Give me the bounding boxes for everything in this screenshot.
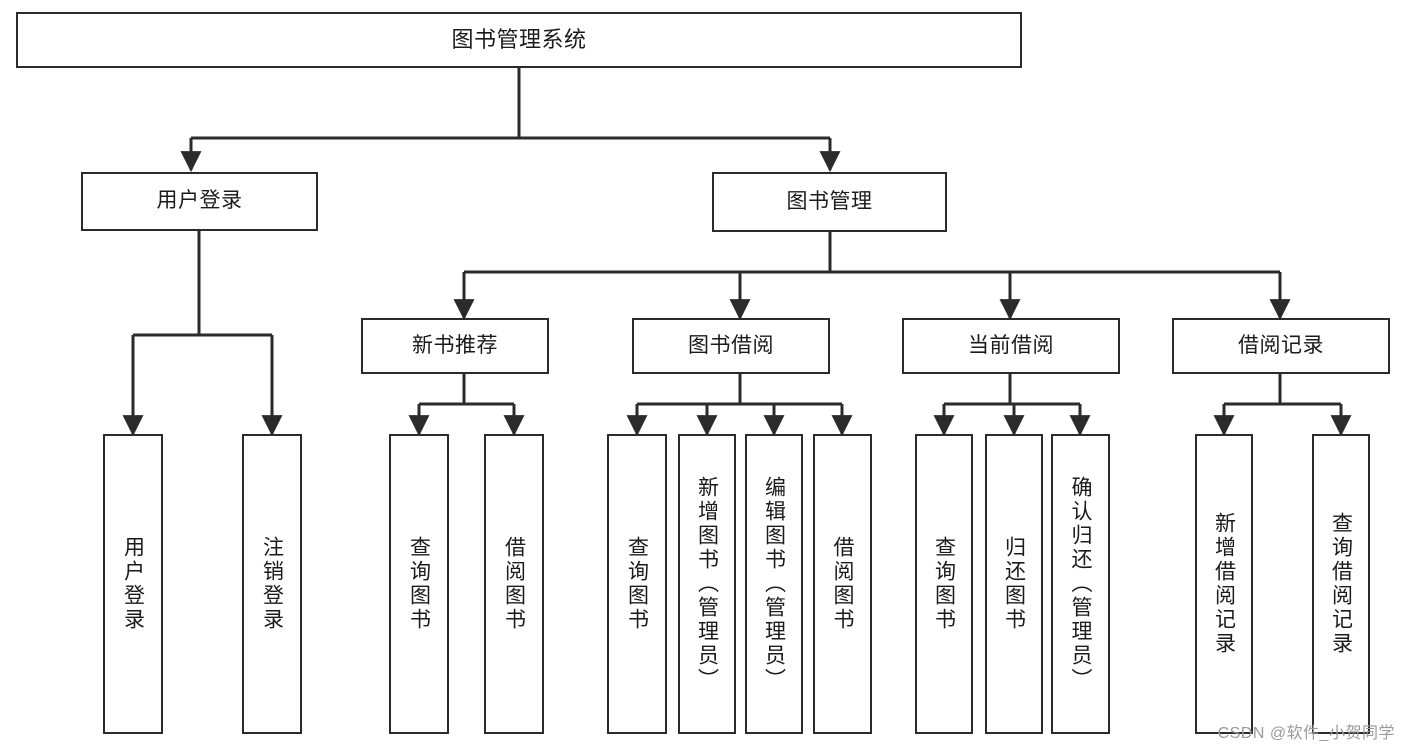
- node-label: 图书借阅: [688, 333, 774, 357]
- csdn-watermark: CSDN @软件_小贺同学: [1217, 725, 1395, 742]
- node-new-book-recommendation[interactable]: 新书推荐: [361, 318, 549, 374]
- node-label: 确认归还（管理员）: [1069, 476, 1092, 692]
- leaf-query-books-current[interactable]: 查询图书: [915, 434, 973, 734]
- node-label: 查询图书: [932, 536, 956, 632]
- node-label: 图书管理: [786, 189, 873, 213]
- node-current-borrowing[interactable]: 当前借阅: [902, 318, 1120, 374]
- leaf-borrow-books[interactable]: 借阅图书: [813, 434, 872, 734]
- node-label: 当前借阅: [968, 333, 1054, 357]
- node-label: 图书管理系统: [451, 27, 587, 53]
- leaf-borrow-books-recommend[interactable]: 借阅图书: [484, 434, 544, 734]
- node-label: 查询图书: [407, 536, 431, 632]
- node-label: 借阅记录: [1238, 333, 1324, 357]
- leaf-query-books-borrow[interactable]: 查询图书: [607, 434, 667, 734]
- node-book-management[interactable]: 图书管理: [712, 172, 947, 232]
- leaf-confirm-return-admin[interactable]: 确认归还（管理员）: [1051, 434, 1110, 734]
- leaf-add-borrow-record[interactable]: 新增借阅记录: [1195, 434, 1253, 734]
- node-label: 查询借阅记录: [1329, 512, 1353, 656]
- node-label: 借阅图书: [502, 536, 526, 632]
- node-label: 用户登录: [156, 189, 243, 213]
- node-root-book-management-system[interactable]: 图书管理系统: [16, 12, 1022, 68]
- leaf-query-books-recommend[interactable]: 查询图书: [389, 434, 449, 734]
- node-label: 用户登录: [121, 536, 145, 632]
- leaf-query-borrow-record[interactable]: 查询借阅记录: [1312, 434, 1370, 734]
- node-label: 新增借阅记录: [1212, 512, 1236, 656]
- node-label: 归还图书: [1002, 536, 1026, 632]
- node-label: 查询图书: [625, 536, 649, 632]
- node-label: 新书推荐: [412, 333, 498, 357]
- node-label: 注销登录: [260, 536, 284, 632]
- leaf-add-book-admin[interactable]: 新增图书（管理员）: [678, 434, 736, 734]
- leaf-logout[interactable]: 注销登录: [242, 434, 302, 734]
- node-user-login[interactable]: 用户登录: [81, 172, 318, 231]
- node-borrowing-records[interactable]: 借阅记录: [1172, 318, 1390, 374]
- leaf-edit-book-admin[interactable]: 编辑图书（管理员）: [745, 434, 803, 734]
- leaf-return-books[interactable]: 归还图书: [985, 434, 1043, 734]
- node-label: 新增图书（管理员）: [695, 476, 719, 692]
- node-label: 借阅图书: [831, 536, 854, 632]
- leaf-user-login[interactable]: 用户登录: [103, 434, 163, 734]
- node-book-borrowing[interactable]: 图书借阅: [632, 318, 830, 374]
- node-label: 编辑图书（管理员）: [762, 476, 786, 692]
